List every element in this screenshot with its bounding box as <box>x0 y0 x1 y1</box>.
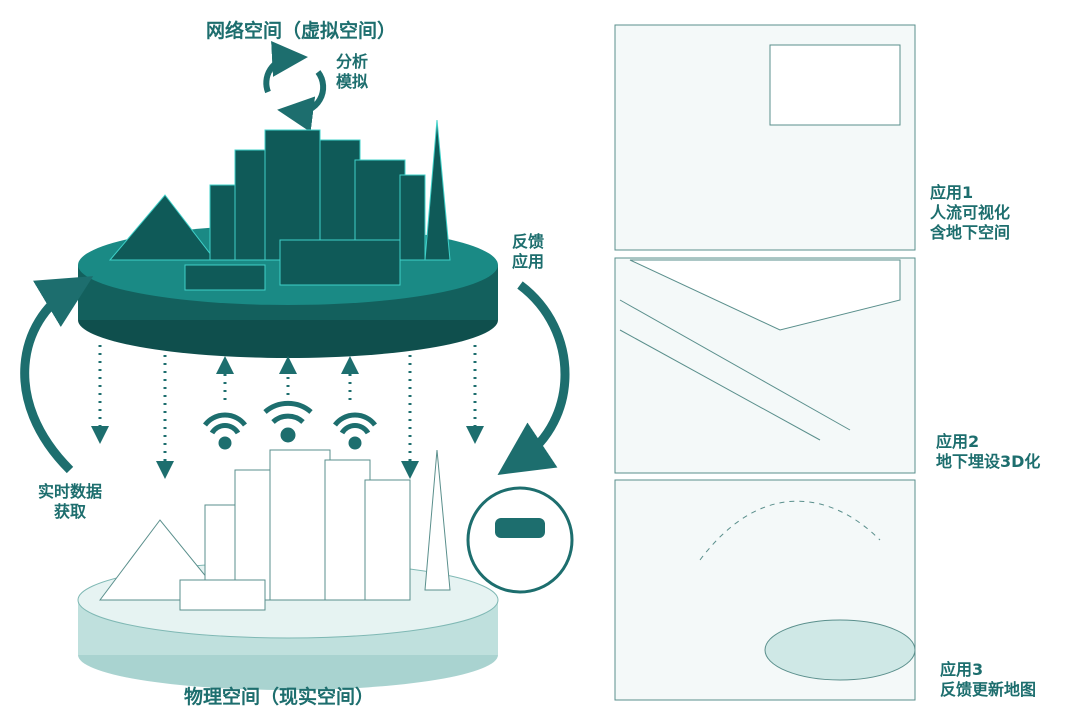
app2-title: 应用2 <box>936 432 980 451</box>
realtime-line: 实时数据 <box>37 482 102 501</box>
app2-illustration <box>614 257 916 474</box>
app2-label: 应用2 地下埋设3D化 <box>936 432 1040 472</box>
app3-title: 应用3 <box>940 660 984 679</box>
analysis-cycle-icon <box>263 40 327 133</box>
app1-illustration <box>614 24 916 251</box>
app1-line: 人流可视化 <box>930 203 1011 222</box>
vr-user-avatar <box>466 486 574 594</box>
app3-illustration <box>614 479 916 701</box>
app1-line: 含地下空间 <box>930 223 1011 242</box>
app1-title: 应用1 <box>930 183 974 202</box>
physical-city-platform <box>77 449 574 690</box>
feedback-label: 反馈 应用 <box>512 232 544 272</box>
app2-line: 地下埋设3D化 <box>936 452 1041 471</box>
physical-space-title: 物理空间（现实空间） <box>184 686 375 708</box>
data-flow-arrows <box>91 345 484 479</box>
wifi-icons <box>203 400 377 450</box>
realtime-label: 实时数据 获取 <box>30 482 110 522</box>
analysis-label: 分析 模拟 <box>336 52 368 92</box>
virtual-city-platform <box>78 119 498 358</box>
apply-line: 应用 <box>512 252 545 271</box>
acquire-line: 获取 <box>53 502 86 521</box>
app3-label: 应用3 反馈更新地图 <box>940 660 1036 700</box>
simulation-line: 模拟 <box>336 72 369 91</box>
cyber-space-title: 网络空间（虚拟空间） <box>206 20 397 42</box>
realtime-data-arrow <box>20 276 94 474</box>
feedback-line: 反馈 <box>512 232 545 251</box>
app3-line: 反馈更新地图 <box>940 680 1037 699</box>
app1-label: 应用1 人流可视化 含地下空间 <box>930 183 1010 243</box>
analysis-line: 分析 <box>336 52 369 71</box>
feedback-arrow <box>497 281 570 476</box>
